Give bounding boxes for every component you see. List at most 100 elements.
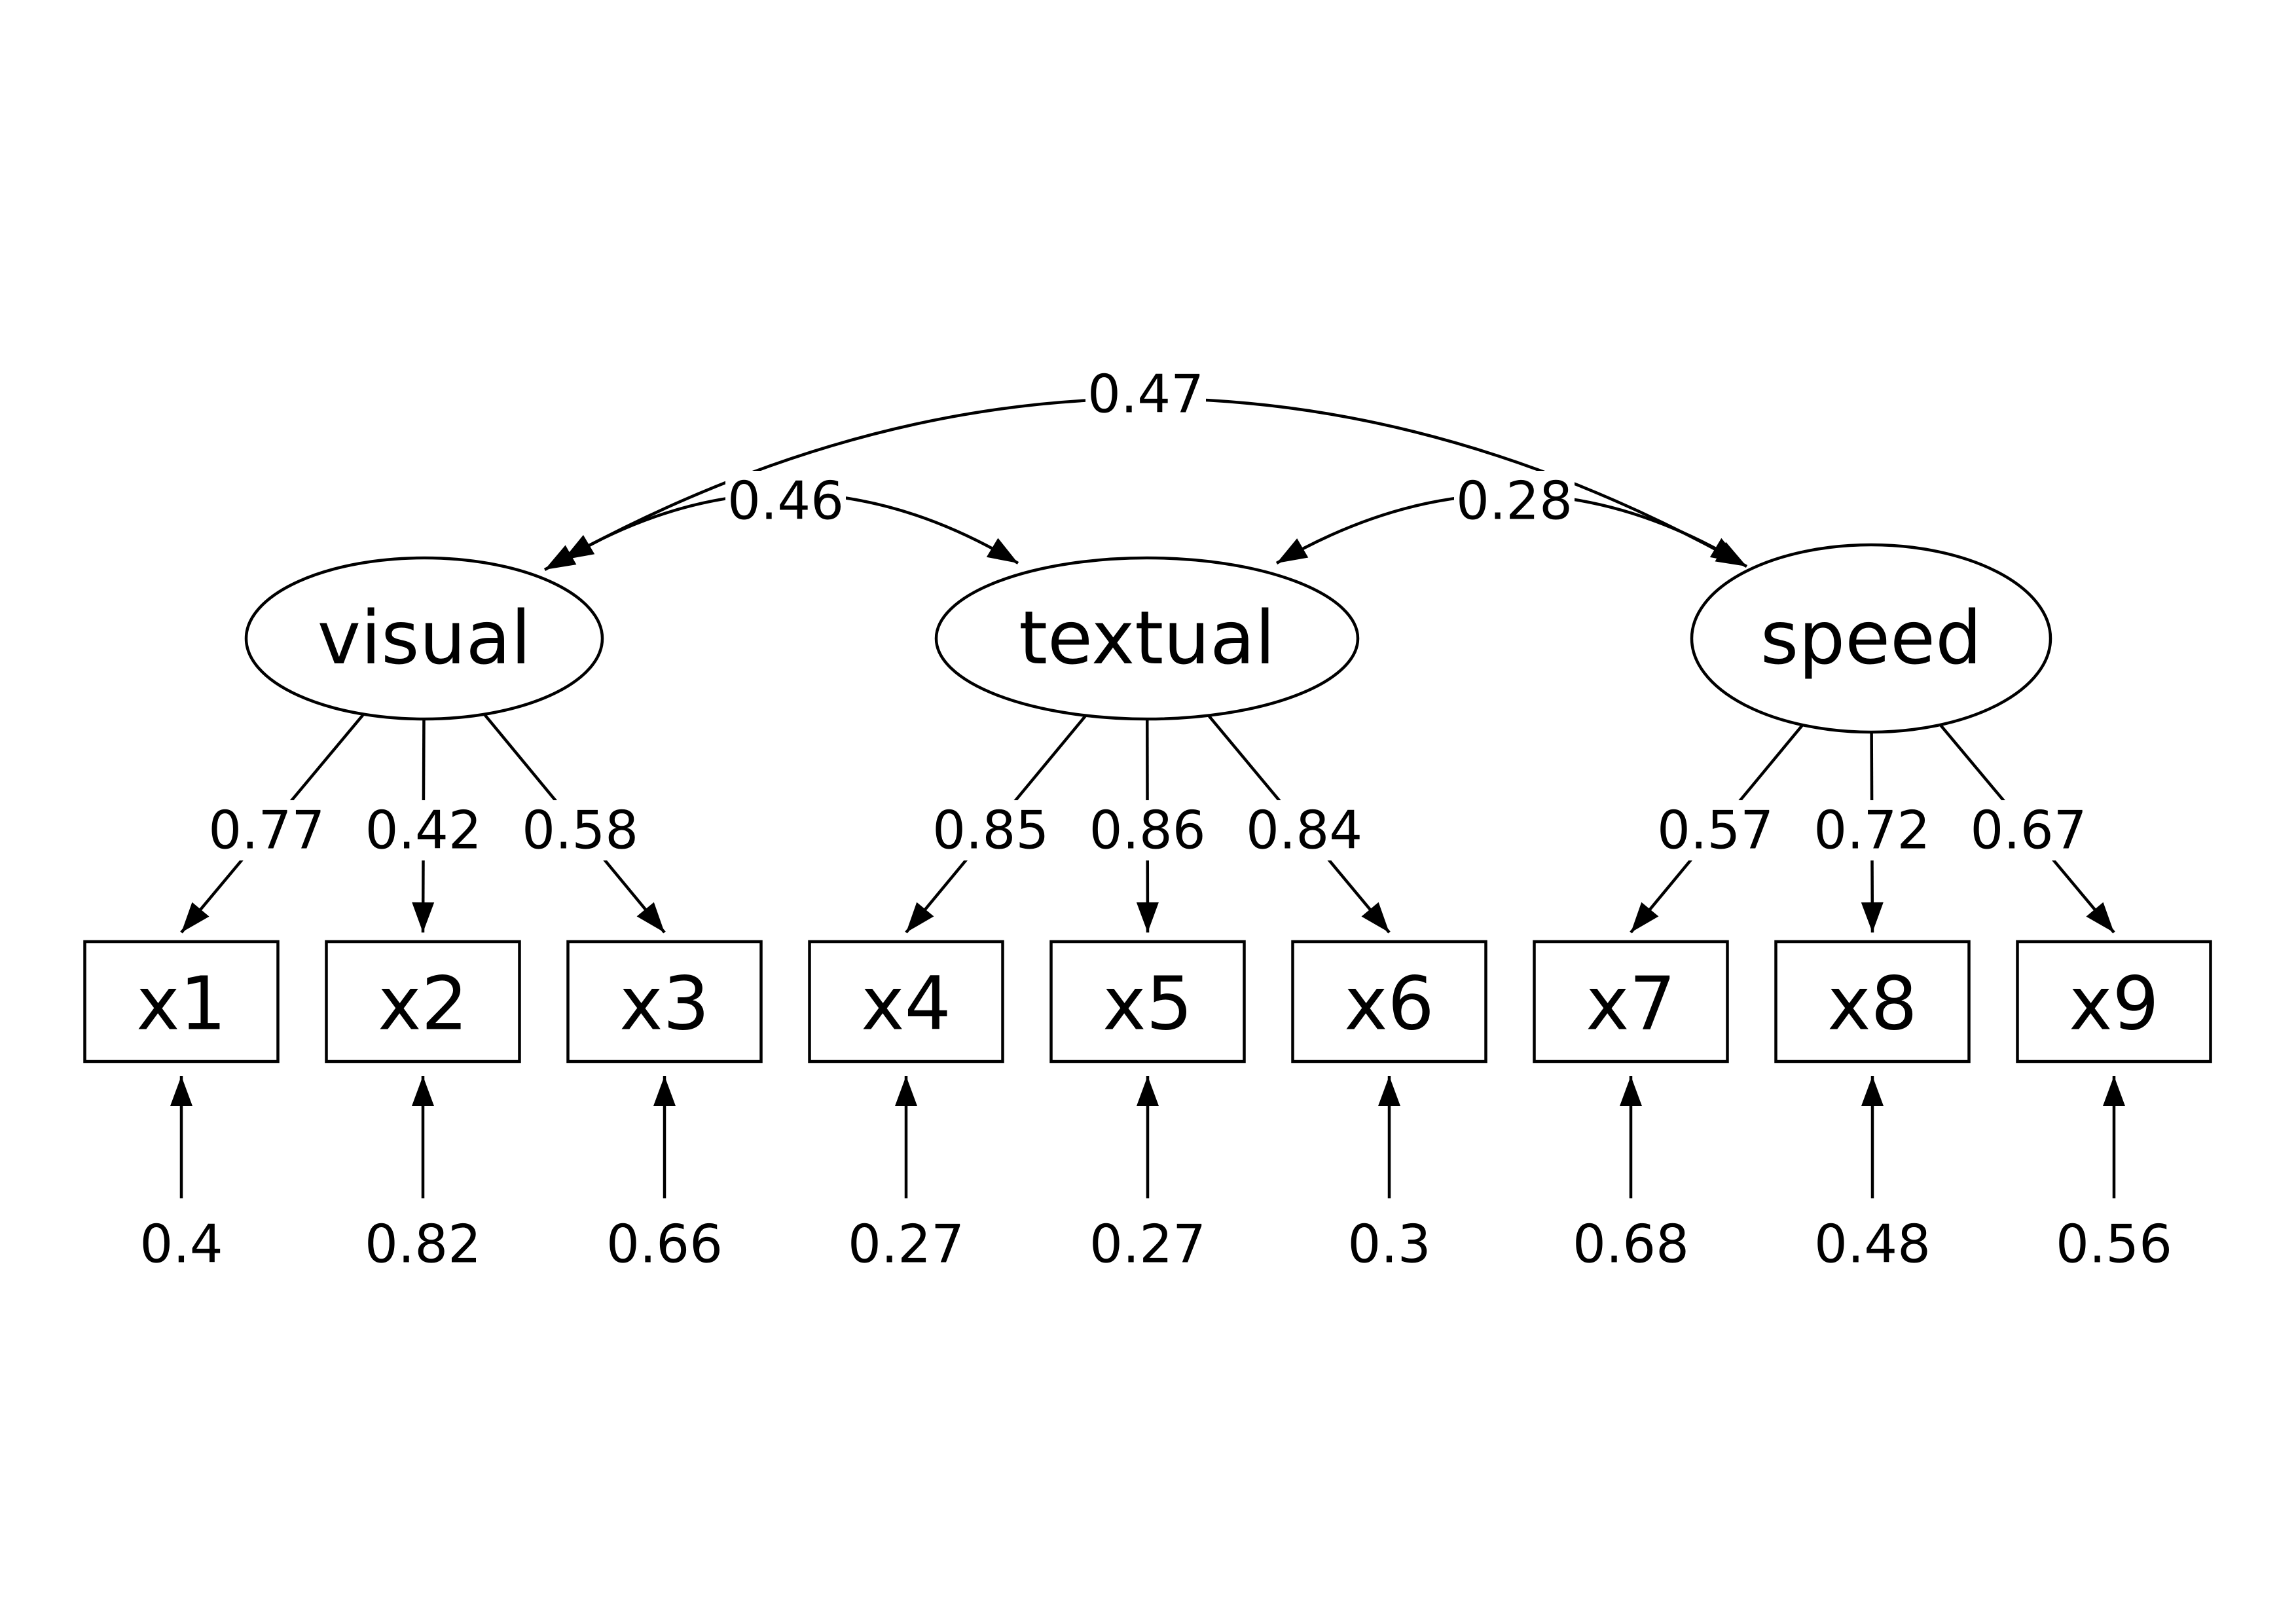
edges-layer (170, 397, 2125, 1198)
loading-label-group: 0.84 (1246, 800, 1362, 861)
covariance-label-group: 0.28 (1454, 471, 1575, 532)
observed-label: x4 (861, 962, 951, 1047)
label-background (1454, 471, 1575, 531)
residual-value: 0.66 (606, 1214, 723, 1275)
label-background (1247, 800, 1362, 860)
loading-value: 0.57 (1657, 800, 1774, 861)
loading-value: 0.77 (208, 800, 325, 861)
residual-value: 0.68 (1573, 1214, 1689, 1275)
observed-label: x8 (1827, 962, 1918, 1047)
covariance-arrowhead-end (986, 538, 1018, 563)
observed-label: x6 (1344, 962, 1434, 1047)
observed-box (83, 940, 280, 1063)
residual-value: 0.82 (365, 1214, 481, 1275)
latent-visual: visual (244, 556, 604, 721)
residual-x7 (1620, 1076, 1642, 1198)
label-background (1814, 800, 1930, 860)
loading-label-group: 0.58 (522, 800, 638, 861)
observed-label: x7 (1586, 962, 1676, 1047)
loading-value: 0.42 (365, 800, 482, 861)
residual-value: 0.56 (2056, 1214, 2172, 1275)
residual-value: 0.3 (1347, 1214, 1430, 1275)
covariance-arrowhead-start (545, 545, 577, 570)
residual-arrowhead (1861, 1076, 1884, 1106)
observed-box (1291, 940, 1487, 1063)
loading-label-group: 0.85 (932, 800, 1049, 861)
residual-arrowhead (1137, 1076, 1159, 1106)
observed-x1: x1 (83, 940, 280, 1063)
residual-x5 (1137, 1076, 1159, 1198)
residual-x3 (653, 1076, 676, 1198)
covariance-label-group: 0.46 (725, 471, 846, 532)
covariance-arrowhead-start (1277, 538, 1309, 563)
residual-value: 0.27 (1089, 1214, 1206, 1275)
label-background (1971, 800, 2086, 860)
observed-label: x1 (136, 962, 227, 1047)
loading-label-group: 0.77 (208, 800, 325, 861)
loading-label-group: 0.67 (1970, 800, 2086, 861)
latent-ellipse (1690, 543, 2052, 734)
loading-arrowhead (2086, 902, 2114, 932)
observed-x6: x6 (1291, 940, 1487, 1063)
loading-value: 0.58 (522, 800, 638, 861)
loading-arrowhead (1861, 902, 1884, 932)
label-background (1089, 800, 1205, 860)
residual-arrowhead (653, 1076, 676, 1106)
label-background (1085, 364, 1206, 424)
loading-arrowhead (181, 902, 210, 932)
loading-value: 0.67 (1970, 800, 2086, 861)
residual-arrowhead (895, 1076, 917, 1106)
loading-arrowhead (906, 902, 934, 932)
observed-x8: x8 (1774, 940, 1971, 1063)
latent-label: visual (318, 596, 531, 681)
loading-label-group: 0.86 (1089, 800, 1206, 861)
observed-box (1774, 940, 1971, 1063)
latent-speed: speed (1690, 543, 2052, 734)
observed-x9: x9 (2016, 940, 2212, 1063)
label-background (365, 800, 481, 860)
residual-arrowhead (1378, 1076, 1400, 1106)
residual-value: 0.27 (848, 1214, 964, 1275)
residual-x4 (895, 1076, 917, 1198)
loading-value: 0.85 (932, 800, 1049, 861)
loading-arrowhead (636, 902, 665, 932)
observed-box (1533, 940, 1729, 1063)
residual-value: 0.4 (139, 1214, 223, 1275)
label-background (209, 800, 325, 860)
observed-box (808, 940, 1004, 1063)
loading-value: 0.72 (1813, 800, 1930, 861)
latent-label: textual (1019, 596, 1275, 681)
observed-x4: x4 (808, 940, 1004, 1063)
covariance-arrowhead-end (1715, 542, 1747, 566)
latent-ellipse (934, 556, 1360, 721)
loading-label-group: 0.42 (365, 800, 482, 861)
residual-arrowhead (170, 1076, 192, 1106)
nodes-layer: visual textual speed x1 x2 x3 x4 x5 x6 x7 x8 x9 (83, 543, 2212, 1063)
observed-label: x5 (1102, 962, 1193, 1047)
observed-x7: x7 (1533, 940, 1729, 1063)
labels-layer: 0.77 0.42 0.58 0.85 0.86 0.84 0.57 0.72 0.67 0.4 0… (139, 364, 2172, 1275)
loading-value: 0.84 (1246, 800, 1362, 861)
observed-box (1049, 940, 1246, 1063)
observed-label: x3 (619, 962, 710, 1047)
observed-label: x9 (2069, 962, 2159, 1047)
residual-value: 0.48 (1814, 1214, 1931, 1275)
loading-arrowhead (1631, 902, 1659, 932)
loading-label-group: 0.57 (1657, 800, 1774, 861)
loading-value: 0.86 (1089, 800, 1206, 861)
observed-box (2016, 940, 2212, 1063)
residual-x9 (2103, 1076, 2125, 1198)
residual-arrowhead (1620, 1076, 1642, 1106)
label-background (522, 800, 638, 860)
label-background (1658, 800, 1774, 860)
label-background (933, 800, 1049, 860)
observed-box (566, 940, 763, 1063)
residual-x2 (412, 1076, 434, 1198)
label-background (725, 471, 846, 531)
observed-x2: x2 (325, 940, 521, 1063)
latent-textual: textual (934, 556, 1360, 721)
residual-arrowhead (412, 1076, 434, 1106)
residual-x8 (1861, 1076, 1884, 1198)
observed-box (325, 940, 521, 1063)
